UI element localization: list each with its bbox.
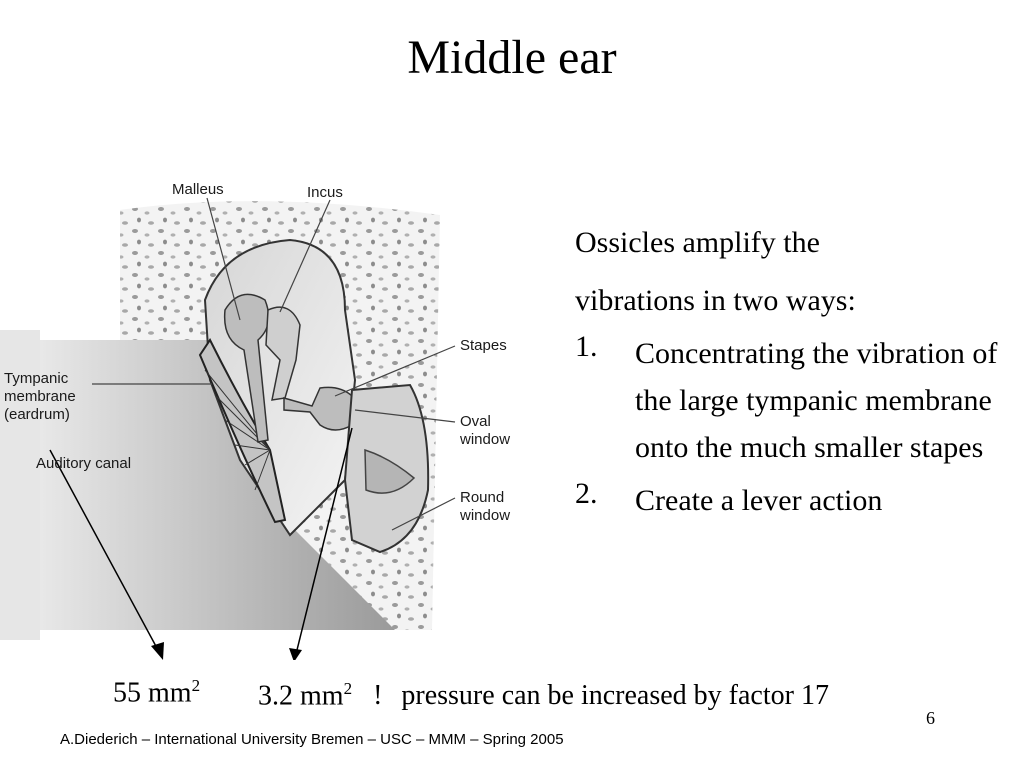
exponent: 2 bbox=[191, 676, 201, 695]
exponent: 2 bbox=[343, 679, 353, 698]
footer-text: A.Diederich – International University B… bbox=[60, 731, 564, 748]
label-auditory-canal: Auditory canal bbox=[36, 455, 132, 472]
arrow-head-eardrum bbox=[151, 642, 164, 660]
list-number: 1. bbox=[575, 330, 598, 363]
list-text: Concentrating the vibration of the large… bbox=[635, 337, 998, 464]
label-stapes: Stapes bbox=[460, 337, 507, 354]
cochlea-inner bbox=[364, 448, 416, 494]
leader-lines bbox=[92, 197, 456, 531]
arrow-head-stapes bbox=[289, 648, 302, 660]
page-number: 6 bbox=[926, 708, 935, 728]
middle-ear-diagram bbox=[0, 197, 456, 660]
stapes-area-value: 3.2 mm bbox=[258, 680, 344, 712]
list-number: 2. bbox=[575, 477, 598, 510]
auditory-canal bbox=[40, 340, 395, 630]
list-text: Create a lever action bbox=[635, 484, 883, 517]
tympanic-membrane-shape bbox=[198, 338, 287, 524]
implies-symbol: ! bbox=[373, 680, 383, 712]
list-item: 2. Create a lever action bbox=[575, 477, 1015, 524]
background-tissue bbox=[0, 330, 40, 640]
label-tympanic-membrane: Tympanic membrane (eardrum) bbox=[4, 370, 76, 423]
explanation-text: Ossicles amplify the vibrations in two w… bbox=[575, 214, 1015, 524]
intro-line-1: Ossicles amplify the bbox=[575, 226, 820, 259]
eardrum-area-value: 55 mm bbox=[113, 677, 192, 709]
stapes-area-conclusion: 3.2 mm2 ! pressure can be increased by f… bbox=[258, 673, 829, 712]
label-incus: Incus bbox=[307, 184, 343, 201]
label-oval-window: Oval window bbox=[460, 413, 511, 448]
list-item: 1. Concentrating the vibration of the la… bbox=[575, 330, 1015, 471]
intro-line-2: vibrations in two ways: bbox=[575, 284, 856, 317]
slide-title: Middle ear bbox=[407, 31, 617, 84]
conclusion-text: pressure can be increased by factor 17 bbox=[401, 680, 829, 712]
label-malleus: Malleus bbox=[172, 181, 224, 198]
malleus-bone bbox=[223, 293, 270, 443]
label-round-window: Round window bbox=[460, 489, 511, 524]
incus-bone bbox=[265, 306, 301, 401]
measurement-arrows bbox=[49, 427, 353, 655]
eardrum-area: 55 mm2 bbox=[113, 670, 200, 709]
